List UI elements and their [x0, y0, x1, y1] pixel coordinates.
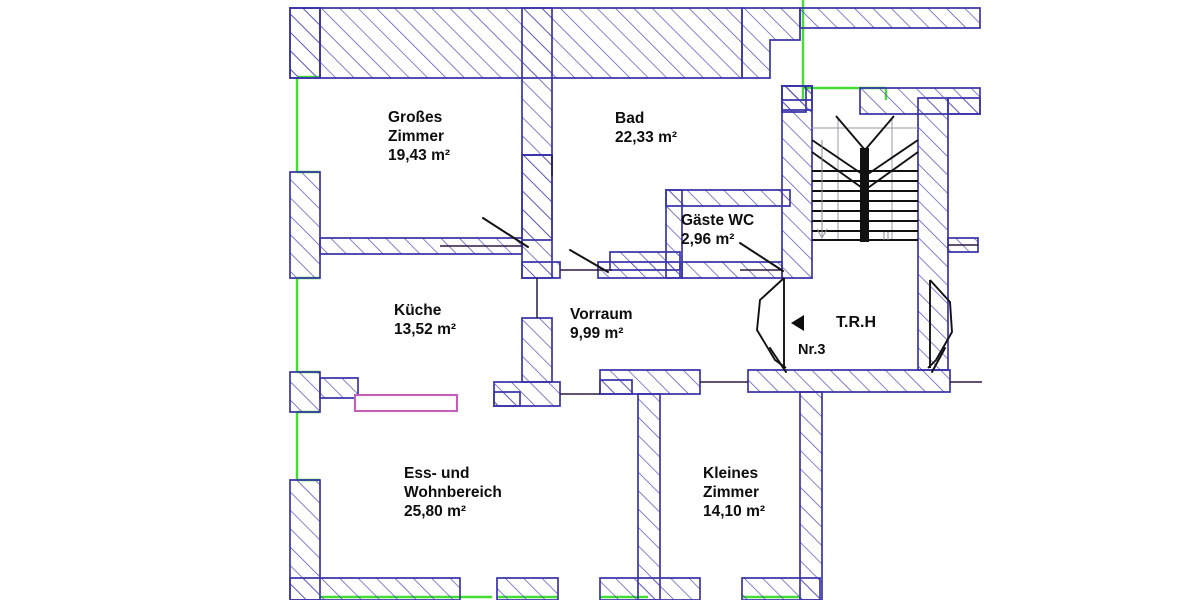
- room-label-vorraum: Vorraum: [570, 306, 633, 323]
- exterior-wall-top-right: [799, 7, 981, 29]
- stair-winder-icon: [835, 115, 866, 151]
- walls-group: [289, 7, 981, 600]
- door-swing-icon: [931, 347, 946, 373]
- stair-winder-icon: [864, 139, 919, 177]
- exterior-wall-top: [290, 7, 743, 79]
- room-labels-group: Großes Zimmer 19,43 m² Bad 22,33 m² Gäst…: [388, 109, 765, 520]
- room-label-gaeste-wc: Gäste WC: [681, 212, 754, 229]
- room-area-vorraum: 9,99 m²: [570, 325, 623, 342]
- room-label-kueche: Küche: [394, 302, 442, 319]
- interior-wall-kuche-stub: [319, 377, 359, 399]
- stair-start-mark-icon: [883, 232, 889, 240]
- interior-wall-under-trh: [747, 369, 951, 393]
- trh-door-symbols: [756, 277, 953, 369]
- room-label-kleines-zimmer-line2: Zimmer: [703, 484, 759, 501]
- door-swing-icon: [569, 249, 609, 273]
- door-leader-lines-group: [482, 217, 946, 373]
- stairwell-label-trh: T.R.H: [836, 314, 876, 331]
- interior-wall-horizontal-kuche: [319, 237, 523, 255]
- interior-wall-vorraum-footer-step: [493, 391, 521, 407]
- exterior-wall-left-pier-4: [289, 479, 321, 600]
- interior-wall-vorraum-vertical: [521, 317, 553, 383]
- room-area-kueche: 13,52 m²: [394, 321, 456, 338]
- door-swing-icon: [482, 217, 529, 248]
- interior-wall-vertical-upper: [521, 7, 553, 156]
- wall-gaeste-wc-top: [665, 189, 791, 207]
- interior-wall-above-kleines-step: [599, 379, 633, 395]
- door-swing-icon: [739, 242, 784, 272]
- door-openings-group: [440, 155, 982, 395]
- interior-wall-vertical-door-jamb: [521, 154, 553, 241]
- stairwell-label-number: Nr.3: [798, 342, 825, 358]
- interior-wall-vorraum-top-a: [521, 261, 561, 279]
- room-area-kleines-zimmer: 14,10 m²: [703, 503, 765, 520]
- exterior-wall-left-pier-1: [289, 7, 321, 79]
- exterior-wall-left-pier-3: [289, 371, 321, 413]
- room-label-ess-wohnbereich-line2: Wohnbereich: [404, 484, 502, 501]
- room-label-kleines-zimmer-line1: Kleines: [703, 465, 758, 482]
- wall-stairwell-top-left-b: [781, 85, 807, 113]
- stair-winder-icon: [864, 115, 895, 151]
- exterior-wall-left-pier-2: [289, 171, 321, 279]
- wall-stairwell-right: [917, 97, 949, 371]
- stairwell-label-group: T.R.H Nr.3: [791, 314, 876, 358]
- wall-stairwell-left: [781, 85, 813, 279]
- kitchen-counter-furniture: [353, 393, 459, 413]
- exterior-wall-bottom-1: [289, 577, 461, 600]
- staircase-group: [811, 115, 919, 242]
- room-label-grosses-zimmer-line2: Zimmer: [388, 128, 444, 145]
- stair-balustrade: [860, 148, 869, 242]
- room-area-grosses-zimmer: 19,43 m²: [388, 147, 450, 164]
- door-swing-right-icon: [927, 279, 953, 369]
- wall-stub-right-top: [947, 97, 981, 115]
- room-area-ess-wohnbereich: 25,80 m²: [404, 503, 466, 520]
- door-swing-left-icon: [756, 277, 787, 369]
- room-label-grosses-zimmer-line1: Großes: [388, 109, 442, 126]
- room-area-gaeste-wc: 2,96 m²: [681, 231, 734, 248]
- stair-winder-icon: [811, 139, 866, 177]
- stair-direction-arrow-icon: [816, 140, 828, 240]
- left-pointing-triangle-icon: [791, 315, 804, 331]
- room-label-bad: Bad: [615, 110, 644, 127]
- interior-wall-vertical-kleines-left: [637, 393, 661, 600]
- room-label-ess-wohnbereich-line1: Ess- und: [404, 465, 469, 482]
- wall-gaeste-wc-left: [665, 189, 683, 279]
- interior-wall-vertical-kleines-right: [799, 391, 823, 600]
- room-area-bad: 22,33 m²: [615, 129, 677, 146]
- exterior-wall-bottom-2: [496, 577, 559, 600]
